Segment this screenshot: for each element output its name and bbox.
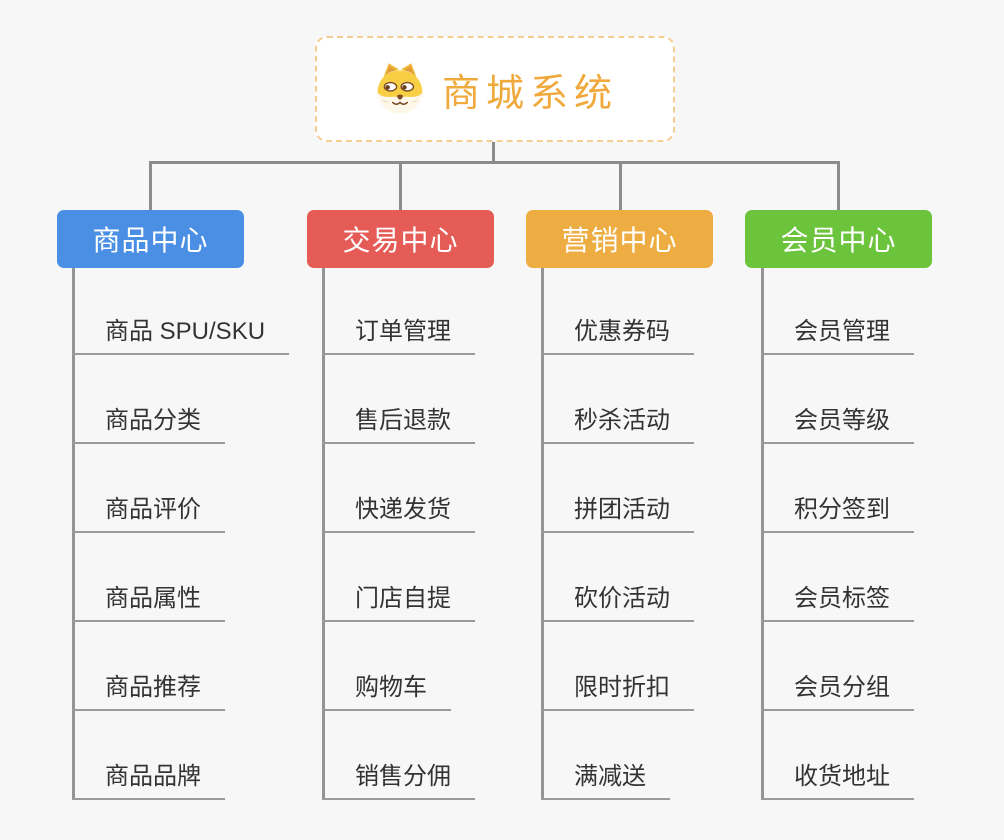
leaf-node[interactable]: 商品品牌 xyxy=(72,762,225,800)
connector-drop-marketing xyxy=(619,161,622,211)
leaf-node[interactable]: 商品推荐 xyxy=(72,673,225,711)
root-title: 商城系统 xyxy=(441,72,618,115)
leaf-node[interactable]: 商品 SPU/SKU xyxy=(72,317,290,355)
connector-bus xyxy=(149,161,840,164)
leaf-node[interactable]: 优惠券码 xyxy=(541,317,694,355)
leaf-node[interactable]: 砍价活动 xyxy=(541,584,694,622)
leaf-node[interactable]: 商品属性 xyxy=(72,584,225,622)
leaf-node[interactable]: 商品评价 xyxy=(72,495,225,533)
leaf-node[interactable]: 会员等级 xyxy=(761,406,914,444)
shiba-dog-icon xyxy=(377,63,423,114)
branch-node-product-center[interactable]: 商品中心 xyxy=(57,210,244,268)
leaf-node[interactable]: 门店自提 xyxy=(322,584,475,622)
leaf-node[interactable]: 商品分类 xyxy=(72,406,225,444)
leaf-node[interactable]: 秒杀活动 xyxy=(541,406,694,444)
leaf-node[interactable]: 购物车 xyxy=(322,673,451,711)
leaf-node[interactable]: 会员标签 xyxy=(761,584,914,622)
connector-drop-trade xyxy=(399,161,402,211)
connector-root-stub xyxy=(492,142,495,163)
leaf-node[interactable]: 限时折扣 xyxy=(541,673,694,711)
leaf-node[interactable]: 会员管理 xyxy=(761,317,914,355)
branch-trunk-trade xyxy=(322,268,325,800)
connector-drop-product xyxy=(149,161,152,211)
leaf-node[interactable]: 积分签到 xyxy=(761,495,914,533)
branch-node-marketing-center[interactable]: 营销中心 xyxy=(526,210,713,268)
branch-node-trade-center[interactable]: 交易中心 xyxy=(307,210,494,268)
leaf-node[interactable]: 收货地址 xyxy=(761,762,914,800)
leaf-node[interactable]: 会员分组 xyxy=(761,673,914,711)
branch-trunk-marketing xyxy=(541,268,544,800)
leaf-node[interactable]: 订单管理 xyxy=(322,317,475,355)
branch-trunk-member xyxy=(761,268,764,800)
leaf-node[interactable]: 售后退款 xyxy=(322,406,475,444)
leaf-node[interactable]: 拼团活动 xyxy=(541,495,694,533)
root-node[interactable]: 商城系统 xyxy=(315,36,675,142)
leaf-node[interactable]: 满减送 xyxy=(541,762,670,800)
branch-trunk-product xyxy=(72,268,75,800)
leaf-node[interactable]: 快递发货 xyxy=(322,495,475,533)
leaf-node[interactable]: 销售分佣 xyxy=(322,762,475,800)
branch-node-member-center[interactable]: 会员中心 xyxy=(745,210,932,268)
connector-drop-member xyxy=(837,161,840,211)
